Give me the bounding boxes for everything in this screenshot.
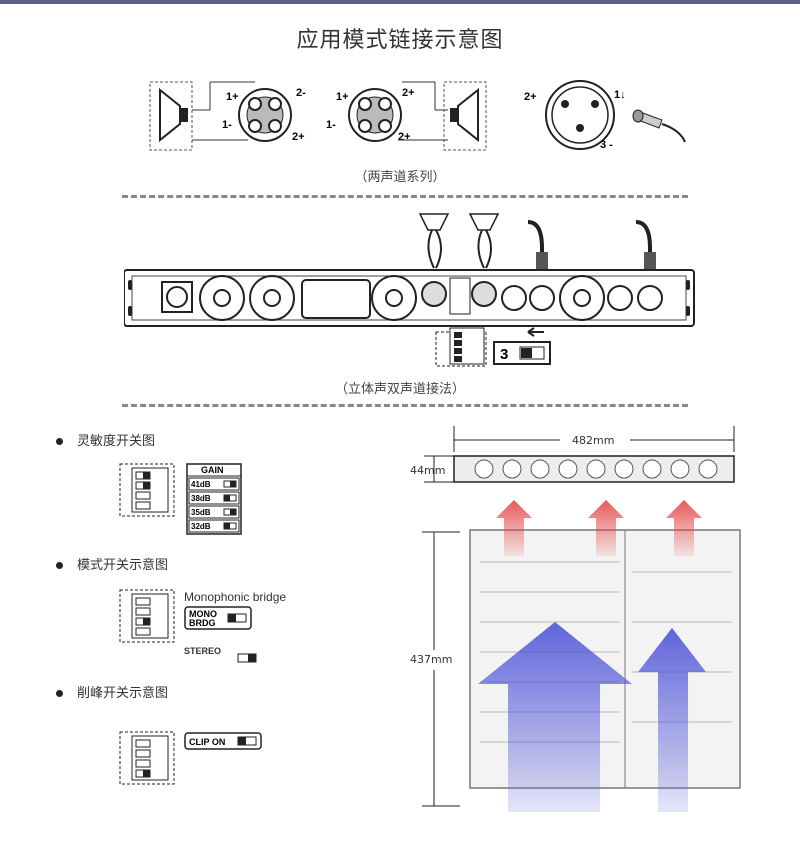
rear-panel-diagram: 3 xyxy=(124,213,695,367)
bridge-caption: Monophonic bridge xyxy=(184,590,287,604)
section-divider xyxy=(122,404,688,407)
pin-label: 1+ xyxy=(336,91,349,103)
dip-switch-clip xyxy=(119,731,175,785)
pin-label: 2+ xyxy=(292,131,305,143)
pin-label: 2+ xyxy=(398,131,411,143)
page-title: 应用模式链接示意图 xyxy=(296,28,504,53)
gain-row: 35dB xyxy=(191,508,211,517)
gain-row: 41dB xyxy=(191,480,211,489)
two-channel-caption: （两声道系列） xyxy=(354,170,446,185)
pin-label: 2- xyxy=(296,87,306,99)
stereo-caption: （立体声双声道接法） xyxy=(334,382,465,397)
air-intake-arrow xyxy=(478,622,706,812)
gain-label: GAIN xyxy=(201,465,224,475)
bullet-icon xyxy=(56,562,63,569)
switch-number: 3 xyxy=(500,346,508,363)
mono-label: MONO xyxy=(189,609,217,619)
clip-on-switch: CLIP ON xyxy=(184,732,262,750)
xlr-pin-label: 2+ xyxy=(524,91,537,103)
bullet-icon xyxy=(56,438,63,445)
clip-heading: 削峰开关示意图 xyxy=(56,682,168,701)
gain-row: 32dB xyxy=(191,522,211,531)
height-dimension: 44mm xyxy=(410,464,446,477)
top-accent-bar xyxy=(0,0,800,4)
clip-label: CLIP ON xyxy=(189,737,225,747)
dip-switch-mode xyxy=(119,589,175,643)
microphone-icon xyxy=(632,109,686,143)
pin-label: 1+ xyxy=(226,91,239,103)
mono-bridge-switch: MONO BRDG xyxy=(184,606,252,630)
heat-exhaust-arrow xyxy=(496,500,702,556)
width-dimension: 482mm xyxy=(572,434,615,447)
bridge-label: BRDG xyxy=(189,618,216,628)
mode-heading: 模式开关示意图 xyxy=(56,554,168,573)
pin-label: 1- xyxy=(222,119,232,131)
arrow-left-icon xyxy=(527,327,544,337)
bullet-icon xyxy=(56,690,63,697)
dip-switch-sensitivity xyxy=(119,463,175,517)
sensitivity-heading: 灵敏度开关图 xyxy=(56,430,155,449)
xlr-pin-label: 3 - xyxy=(600,139,613,151)
pin-label: 1- xyxy=(326,119,336,131)
pin-label: 2+ xyxy=(402,87,415,99)
xlr-pin-label: 1↓ xyxy=(614,89,626,101)
depth-dimension: 437mm xyxy=(410,653,453,666)
gain-table: GAIN 41dB 38dB 35dB 32dB xyxy=(186,463,242,535)
two-channel-wiring-diagram: 1+ 2- 1- 2+ 1+ 2+ 1- 2+ 2+ 1↓ 3 - xyxy=(149,80,686,151)
section-divider xyxy=(122,195,688,198)
stereo-switch xyxy=(237,653,257,663)
dimension-lines xyxy=(422,426,741,812)
gain-row: 38dB xyxy=(191,494,211,503)
stereo-label: STEREO xyxy=(184,646,222,656)
